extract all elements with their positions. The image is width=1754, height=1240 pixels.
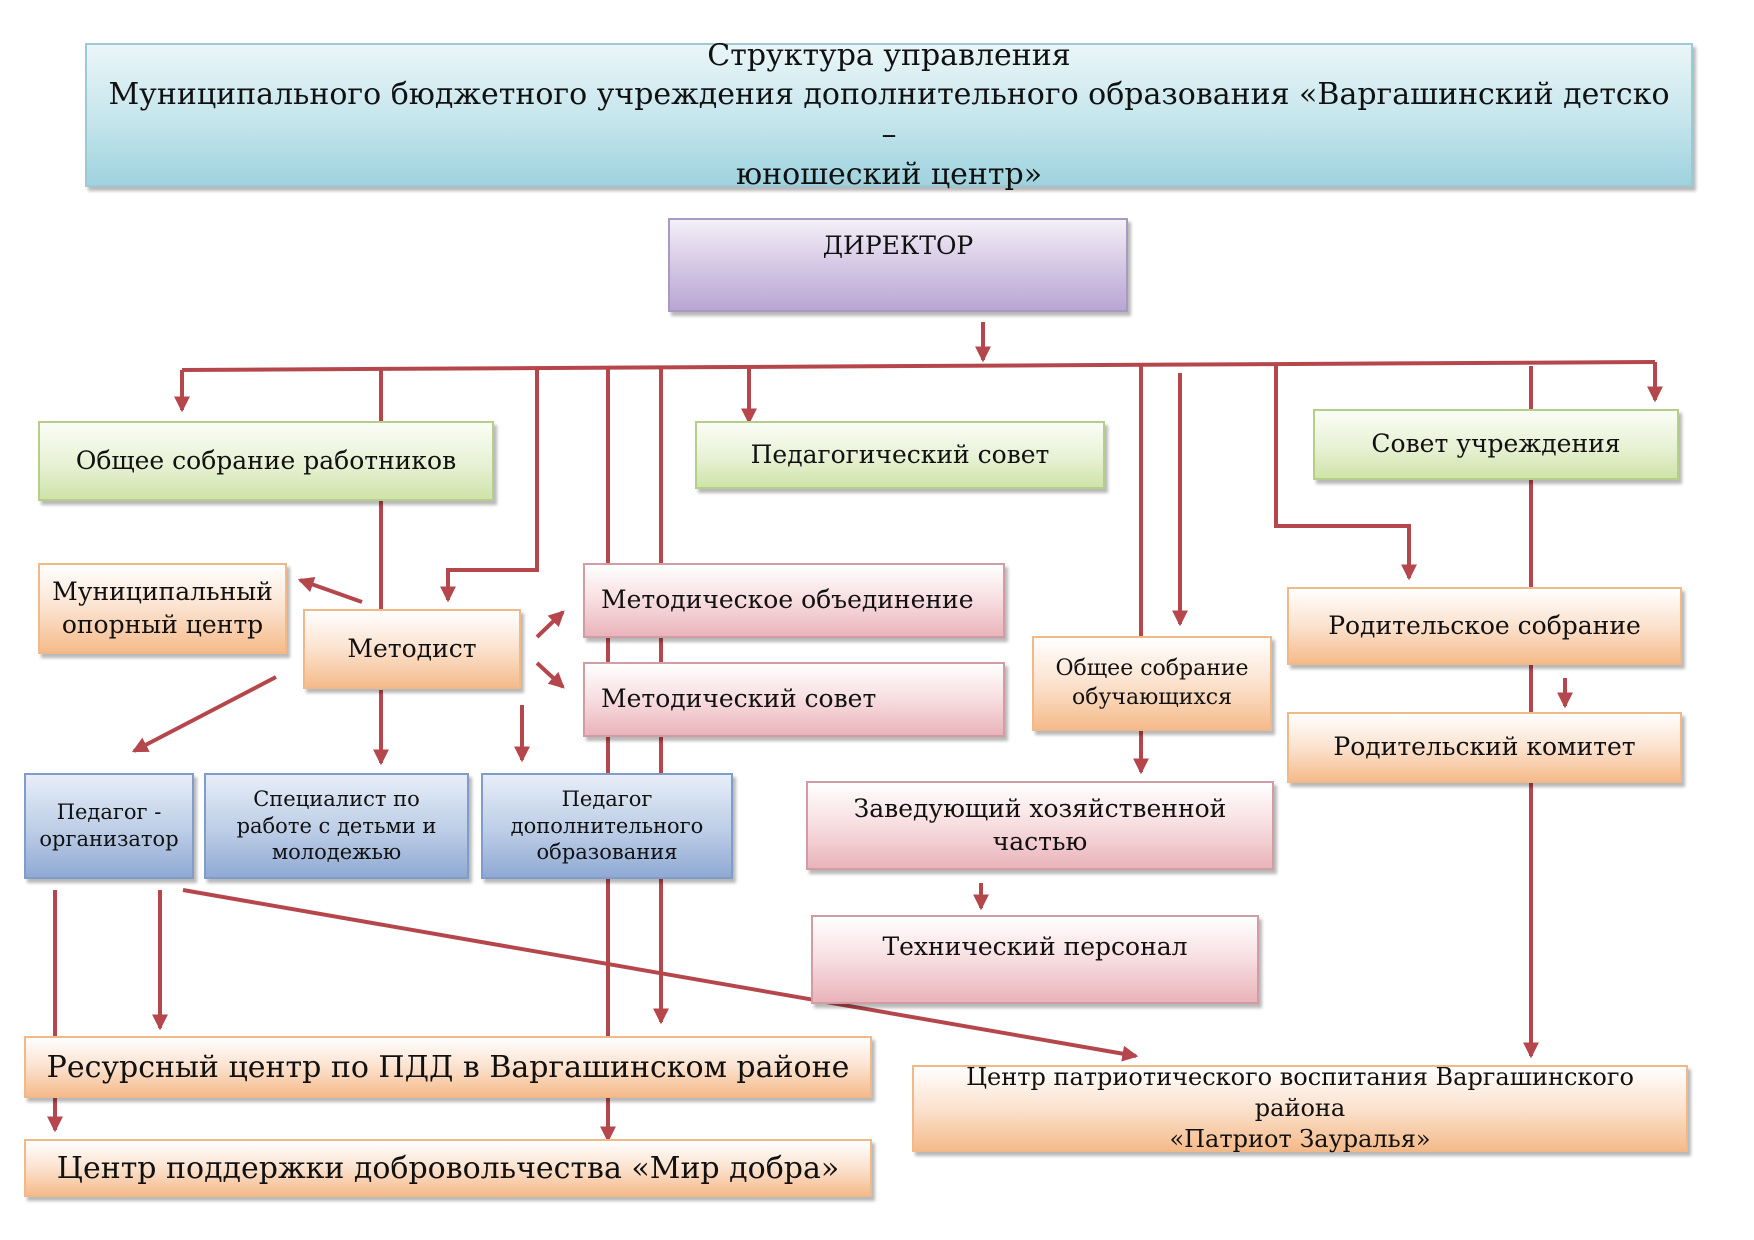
main-horizontal-bus xyxy=(181,360,1656,372)
pedagogical-council-label: Педагогический совет xyxy=(750,439,1050,469)
general-meeting-label: Общее собрание работников xyxy=(75,445,457,475)
patriot-center-label-line-2: «Патриот Зауралья» xyxy=(1169,1125,1431,1154)
methodical-association-box: Методическое объединение xyxy=(583,563,1005,638)
technical-staff-box: Технический персонал xyxy=(811,915,1259,1004)
director-box: ДИРЕКТОР xyxy=(668,218,1128,312)
students-meeting-box: Общее собрание обучающихся xyxy=(1032,636,1272,731)
title-line-2: Муниципального бюджетного учреждения доп… xyxy=(108,77,1670,152)
general-meeting-box: Общее собрание работников xyxy=(38,421,494,501)
traffic-resource-center-label: Ресурсный центр по ПДД в Варгашинском ра… xyxy=(46,1049,850,1085)
methodist-box: Методист xyxy=(303,609,521,689)
pedagogical-council-box: Педагогический совет xyxy=(695,421,1105,489)
students-meeting-label: Общее собрание обучающихся xyxy=(1055,655,1249,710)
parent-committee-label: Родительский комитет xyxy=(1333,732,1636,762)
youth-specialist-box: Специалист по работе с детьми и молодежь… xyxy=(204,773,469,879)
patriot-center-box: Центр патриотического воспитания Варгаши… xyxy=(912,1062,1688,1154)
additional-educator-box: Педагог дополнительного образования xyxy=(481,773,733,879)
arrow-methodist-to-association xyxy=(535,610,565,639)
volunteer-center-box: Центр поддержки добровольчества «Мир доб… xyxy=(24,1139,872,1197)
parent-meeting-box: Родительское собрание xyxy=(1287,587,1682,665)
arrow-methodist-to-municipal xyxy=(297,577,363,604)
chart-title: Структура управления Муниципального бюдж… xyxy=(85,38,1693,192)
arrow-methodist-to-organizer xyxy=(131,675,277,753)
technical-staff-label: Технический персонал xyxy=(882,932,1188,961)
institution-council-box: Совет учреждения xyxy=(1313,409,1679,480)
parent-committee-box: Родительский комитет xyxy=(1287,712,1682,783)
director-label: ДИРЕКТОР xyxy=(822,231,974,260)
parent-meeting-label: Родительское собрание xyxy=(1328,610,1641,640)
institution-council-label: Совет учреждения xyxy=(1371,429,1621,459)
municipal-center-label: Муниципальный опорный центр xyxy=(52,577,273,639)
title-line-3: юношеский центр» xyxy=(735,156,1043,192)
household-head-label: Заведующий хозяйственной частью xyxy=(853,794,1227,856)
organizer-box: Педагог - организатор xyxy=(24,773,194,879)
organizer-label: Педагог - организатор xyxy=(39,800,179,851)
arrow-methodist-to-council xyxy=(535,661,565,689)
youth-specialist-label: Специалист по работе с детьми и молодежь… xyxy=(236,786,437,865)
methodical-council-label: Методический совет xyxy=(601,684,877,714)
municipal-center-box: Муниципальный опорный центр xyxy=(38,563,287,654)
methodist-label: Методист xyxy=(347,633,477,663)
title-line-1: Структура управления xyxy=(707,37,1071,73)
methodical-council-box: Методический совет xyxy=(583,662,1005,737)
household-head-box: Заведующий хозяйственной частью xyxy=(806,781,1274,870)
additional-educator-label: Педагог дополнительного образования xyxy=(510,786,704,865)
traffic-resource-center-box: Ресурсный центр по ПДД в Варгашинском ра… xyxy=(24,1036,872,1098)
volunteer-center-label: Центр поддержки добровольчества «Мир доб… xyxy=(56,1150,840,1186)
methodical-association-label: Методическое объединение xyxy=(601,585,974,615)
patriot-center-label-line-1: Центр патриотического воспитания Варгаши… xyxy=(966,1062,1634,1122)
